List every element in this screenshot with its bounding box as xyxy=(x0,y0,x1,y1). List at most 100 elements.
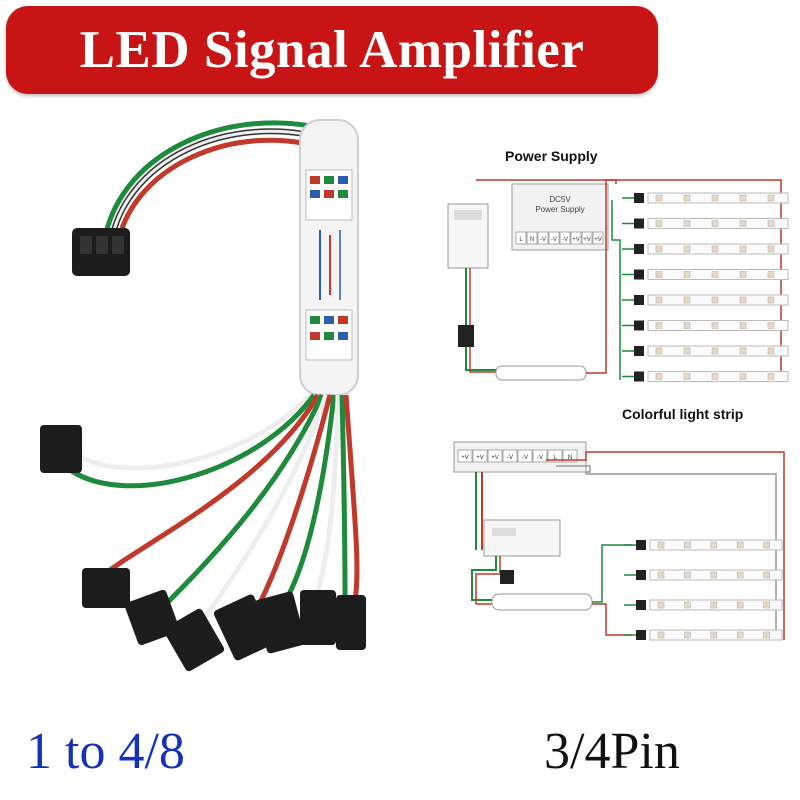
led-chip xyxy=(711,271,719,278)
led-chip xyxy=(767,347,775,355)
led-chip xyxy=(711,245,719,253)
led-chip xyxy=(655,322,663,329)
led-chip xyxy=(684,571,691,579)
title-banner: LED Signal Amplifier xyxy=(6,6,658,94)
led-chip xyxy=(710,631,718,639)
terminal-cell xyxy=(537,231,549,245)
terminal-label: +V xyxy=(572,237,580,243)
led-chip xyxy=(767,194,775,202)
led-chip xyxy=(711,373,719,380)
led-chip xyxy=(657,631,665,639)
light-strip-caption: Colorful light strip xyxy=(622,406,744,422)
terminal-label: L xyxy=(519,237,523,243)
led-chip xyxy=(657,541,665,549)
bottom-led-strips xyxy=(624,539,783,641)
led-chip xyxy=(739,271,747,278)
led-chip xyxy=(657,571,665,579)
led-chip xyxy=(736,571,744,579)
led-chip xyxy=(767,322,775,329)
led-chip xyxy=(767,245,775,253)
led-chip xyxy=(657,601,665,609)
led-chip xyxy=(763,541,770,549)
strip-connector xyxy=(636,540,646,550)
led-chip xyxy=(684,541,691,549)
led-chip xyxy=(655,347,663,355)
led-chip xyxy=(655,271,663,278)
led-chip xyxy=(684,601,691,609)
product-title: LED Signal Amplifier xyxy=(79,21,585,79)
led-chip xyxy=(711,296,719,304)
led-chip xyxy=(711,194,719,202)
led-chip xyxy=(711,220,719,227)
terminal-cell xyxy=(515,231,527,245)
led-chip xyxy=(736,601,744,609)
led-chip xyxy=(683,373,691,380)
led-chip xyxy=(711,347,719,355)
led-chip xyxy=(655,373,663,380)
terminal-label: L xyxy=(553,455,557,461)
led-chip xyxy=(655,220,663,227)
terminal-cell xyxy=(570,231,582,245)
terminal-cell xyxy=(592,231,604,245)
terminal-label: -V xyxy=(551,237,557,243)
led-chip xyxy=(655,194,663,202)
terminal-cell xyxy=(581,231,593,245)
terminal-label: +V xyxy=(594,237,602,243)
strip-connector xyxy=(634,218,644,229)
strip-connector xyxy=(634,193,644,203)
led-chip xyxy=(683,220,691,227)
led-chip xyxy=(739,296,747,304)
led-chip xyxy=(711,322,719,329)
terminal-label: -V xyxy=(507,455,513,461)
led-chip xyxy=(739,220,747,227)
led-chip xyxy=(763,631,770,639)
amplifier-body xyxy=(299,119,359,396)
led-chip xyxy=(683,271,691,278)
led-chip xyxy=(655,245,663,253)
led-chip xyxy=(683,347,691,355)
power-supply-caption: Power Supply xyxy=(505,148,598,164)
strip-connector xyxy=(636,570,646,580)
terminal-label: +V xyxy=(583,237,591,243)
terminal-label: +V xyxy=(491,455,499,461)
led-chip xyxy=(683,245,691,253)
led-chip xyxy=(739,245,747,253)
strip-connector xyxy=(634,320,644,331)
led-chip xyxy=(736,631,744,639)
led-chip xyxy=(767,220,775,227)
terminal-label: +V xyxy=(461,455,469,461)
terminal-label: -V xyxy=(522,455,528,461)
led-chip xyxy=(683,322,691,329)
led-chip xyxy=(683,296,691,304)
strip-connector xyxy=(634,269,644,280)
pins-label: 3/4Pin xyxy=(544,723,680,780)
led-chip xyxy=(710,541,718,549)
strip-connector xyxy=(636,630,646,640)
strip-connector xyxy=(636,600,646,610)
led-chip xyxy=(684,631,691,639)
led-chip xyxy=(763,571,770,579)
ps-voltage: DC5V xyxy=(549,195,571,204)
output-connectors xyxy=(40,425,366,672)
output-wires xyxy=(68,393,360,627)
led-chip xyxy=(736,541,744,549)
terminal-cell xyxy=(457,449,473,463)
terminal-label: -V xyxy=(537,455,543,461)
terminal-cell xyxy=(517,449,533,463)
ratio-label: 1 to 4/8 xyxy=(26,723,185,780)
terminal-cell xyxy=(487,449,503,463)
terminal-cell xyxy=(472,449,488,463)
input-connector xyxy=(72,228,130,276)
terminal-cell xyxy=(532,449,548,463)
strip-connector xyxy=(634,346,644,356)
ps-label: Power Supply xyxy=(535,205,584,214)
terminal-label: N xyxy=(530,237,534,243)
terminal-label: -V xyxy=(540,237,546,243)
led-chip xyxy=(739,347,747,355)
terminal-label: -V xyxy=(562,237,568,243)
strip-connector xyxy=(634,295,644,305)
led-chip xyxy=(655,296,663,304)
